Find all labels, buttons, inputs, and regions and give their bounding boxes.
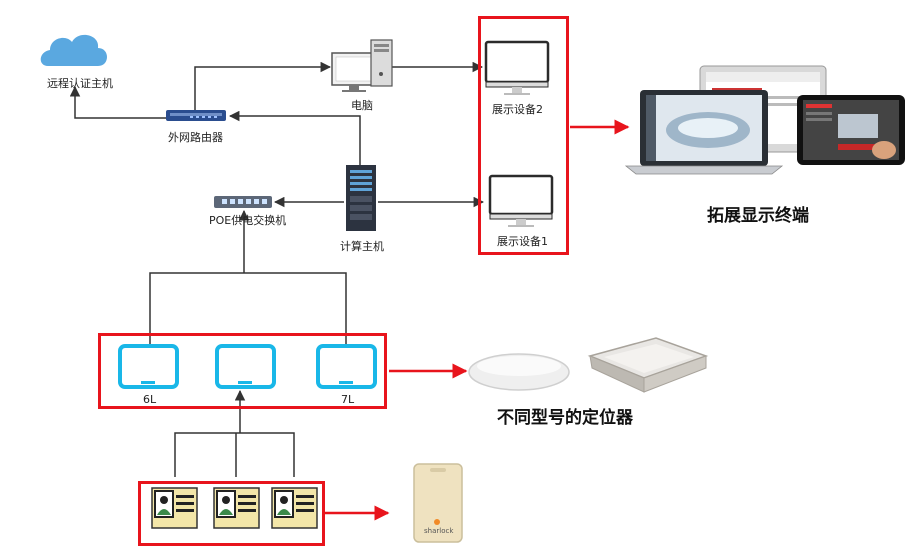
- tablet-label-6l: 6L: [143, 393, 157, 406]
- router-to-cloud-line: [69, 85, 172, 119]
- tablet-bus-line: [149, 272, 347, 345]
- router-label: 外网路由器: [168, 131, 223, 144]
- id-badge-icon: [213, 487, 260, 529]
- badge-frame: [138, 481, 325, 546]
- router-to-pc-line: [194, 61, 332, 114]
- tablet-icon: [316, 344, 377, 389]
- cloud-label: 远程认证主机: [47, 77, 113, 90]
- compute-to-router-line: [228, 110, 361, 165]
- switch-icon: [214, 196, 272, 208]
- badge-bus-line: [174, 432, 295, 477]
- tag-device-icon: [413, 463, 463, 543]
- tablet-icon: [215, 344, 276, 389]
- compute-label: 计算主机: [340, 240, 384, 253]
- ceiling-locator-icon: [587, 337, 709, 393]
- tag-brand-label: sharlock: [424, 527, 454, 535]
- tablet-label-7l: 7L: [341, 393, 355, 406]
- display-devices-frame: [478, 16, 569, 255]
- pc-label: 电脑: [351, 99, 373, 112]
- tablet-icon: [118, 344, 179, 389]
- server-tower-icon: [346, 165, 376, 231]
- id-badge-icon: [271, 487, 318, 529]
- ceiling-locator-icon: [468, 353, 570, 391]
- cloud-icon: [40, 34, 107, 66]
- monitor-icon: [484, 40, 550, 95]
- base-station-frame: [98, 333, 387, 409]
- monitor-icon: [488, 174, 554, 227]
- display2-label: 展示设备2: [492, 103, 543, 116]
- desktop-pc-icon: [331, 39, 393, 92]
- poe-switch-label: POE供电交换机: [209, 214, 287, 227]
- router-icon: [166, 110, 226, 121]
- id-badge-icon: [151, 487, 198, 529]
- connection-lines: [69, 61, 485, 477]
- red-arrows: [324, 119, 630, 521]
- ext-display-caption: 拓展显示终端: [707, 206, 809, 226]
- laptop-devices-icon: [624, 65, 905, 175]
- locator-caption: 不同型号的定位器: [497, 408, 633, 428]
- display1-label: 展示设备1: [497, 235, 548, 248]
